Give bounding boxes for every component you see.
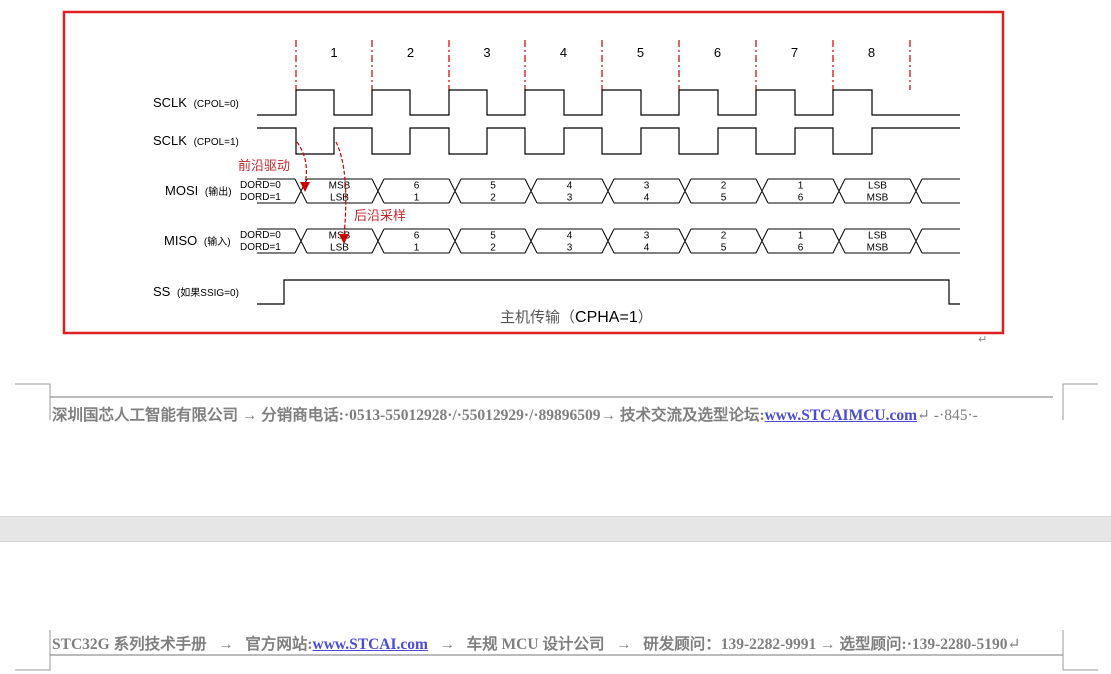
bit-label: 5 [721, 243, 727, 254]
bit-label: 6 [798, 193, 804, 204]
bit-label: 3 [644, 181, 650, 192]
bit-label: 4 [644, 243, 650, 254]
clock-number-5: 5 [637, 45, 644, 60]
corner-mark-left [15, 383, 51, 420]
bit-label: LSB [868, 231, 887, 242]
bit-label: MSB [867, 243, 889, 254]
bit-label: 4 [567, 231, 573, 242]
arrow-icon: → [218, 636, 234, 653]
bit-label: 1 [798, 231, 804, 242]
arrow-icon: → [241, 407, 258, 424]
footer-company: 深圳国芯人工智能有限公司 [52, 407, 239, 424]
trailing-edge-arrowhead [339, 234, 349, 244]
bit-label: 6 [414, 181, 420, 192]
paragraph-mark: ↵ [1007, 636, 1021, 653]
clock-number-1: 1 [330, 45, 337, 60]
header-manual-title: STC32G 系列技术手册 [52, 636, 207, 653]
bit-label: LSB [330, 193, 349, 204]
bit-label: 1 [414, 243, 420, 254]
miso-dord1-label: DORD=1 [240, 242, 281, 253]
bit-label: 2 [721, 231, 727, 242]
bit-label: MSB [867, 193, 889, 204]
bit-label: LSB [330, 243, 349, 254]
page-header: STC32G 系列技术手册 → 官方网站:www.STCAI.com → 车规 … [52, 632, 1020, 654]
clock-number-6: 6 [714, 45, 721, 60]
sclk-cpol1-waveform [257, 127, 960, 155]
bit-label: 6 [798, 243, 804, 254]
bit-label: LSB [868, 181, 887, 192]
arrow-icon: → [439, 636, 456, 653]
footer-forum-label: 技术交流及选型论坛: [619, 407, 765, 424]
mosi-dord0-label: DORD=0 [240, 180, 281, 191]
bit-label: 1 [414, 193, 420, 204]
page-footer: 深圳国芯人工智能有限公司 → 分销商电话:·0513-55012928·/·55… [52, 403, 978, 425]
annotation-leading-edge: 前沿驱动 [238, 158, 290, 174]
bit-label: 6 [414, 231, 420, 242]
footer-phones: ·0513-55012928·/·55012929·/·89896509 [343, 407, 601, 424]
clock-number-2: 2 [407, 45, 414, 60]
bus-outline [257, 178, 960, 204]
leading-edge-arrowhead [300, 182, 310, 192]
bit-label: 5 [490, 181, 496, 192]
bit-label: 2 [721, 181, 727, 192]
clock-number-3: 3 [483, 45, 490, 60]
clock-number-8: 8 [868, 45, 875, 60]
leading-edge-arrow [296, 141, 307, 185]
bit-label: MSB [329, 181, 351, 192]
website-link[interactable]: www.STCAI.com [312, 636, 428, 653]
clock-edge-markers [295, 40, 911, 90]
highlight-frame [62, 10, 1005, 335]
arrow-icon: → [616, 636, 632, 653]
ss-waveform [257, 279, 960, 305]
bit-label: 2 [490, 193, 496, 204]
ss-label: SS (如果SSIG=0) [153, 284, 239, 299]
miso-label: MISO (输入) [164, 233, 231, 248]
bit-label: 4 [644, 193, 650, 204]
bit-label: 2 [490, 243, 496, 254]
sclk-cpol1-label: SCLK (CPOL=1) [153, 133, 239, 148]
header-sel-label: 选型顾问: [839, 636, 907, 653]
header-company: 车规 MCU 设计公司 [466, 636, 605, 653]
corner-mark-right [1062, 383, 1098, 420]
corner-mark-left-2 [15, 630, 51, 671]
forum-link[interactable]: www.STCAIMCU.com [764, 407, 918, 424]
trailing-edge-arrow [335, 141, 347, 237]
page-number: -·845·- [933, 407, 978, 424]
annotation-trailing-edge: 后沿采样 [354, 209, 406, 224]
bit-label: MSB [329, 231, 351, 242]
bit-label: 1 [798, 181, 804, 192]
clock-number-4: 4 [560, 45, 567, 60]
corner-mark-right-2 [1062, 630, 1098, 671]
sclk-cpol0-waveform [257, 89, 960, 116]
bit-label: 3 [567, 193, 573, 204]
bit-label: 5 [721, 193, 727, 204]
paragraph-mark: ↵ [978, 334, 987, 346]
bit-label: 5 [490, 231, 496, 242]
footer-sales-label: 分销商电话: [261, 407, 344, 424]
miso-dord0-label: DORD=0 [240, 230, 281, 241]
bit-label: 3 [644, 231, 650, 242]
bit-label: 3 [567, 243, 573, 254]
diagram-caption: 主机传输（CPHA=1） [500, 308, 653, 326]
sclk-cpol0-label: SCLK (CPOL=0) [153, 95, 239, 110]
header-sel-phone: ·139-2280-5190 [906, 636, 1008, 653]
arrow-icon: → [600, 407, 617, 424]
mosi-label: MOSI (输出) [165, 183, 232, 198]
clock-number-labels: 1 2 3 4 5 6 7 8 [330, 45, 875, 60]
clock-number-7: 7 [791, 45, 798, 60]
header-rd-label: 研发顾问： [643, 636, 721, 653]
page-separator [0, 516, 1111, 542]
paragraph-mark: ↵ [917, 407, 931, 424]
mosi-dord1-label: DORD=1 [240, 192, 281, 203]
arrow-icon: → [820, 636, 836, 653]
bus-outline [257, 228, 960, 254]
header-rd-phone: 139-2282-9991 [720, 636, 817, 653]
bit-label: 4 [567, 181, 573, 192]
header-website-label: 官方网站: [245, 636, 313, 653]
